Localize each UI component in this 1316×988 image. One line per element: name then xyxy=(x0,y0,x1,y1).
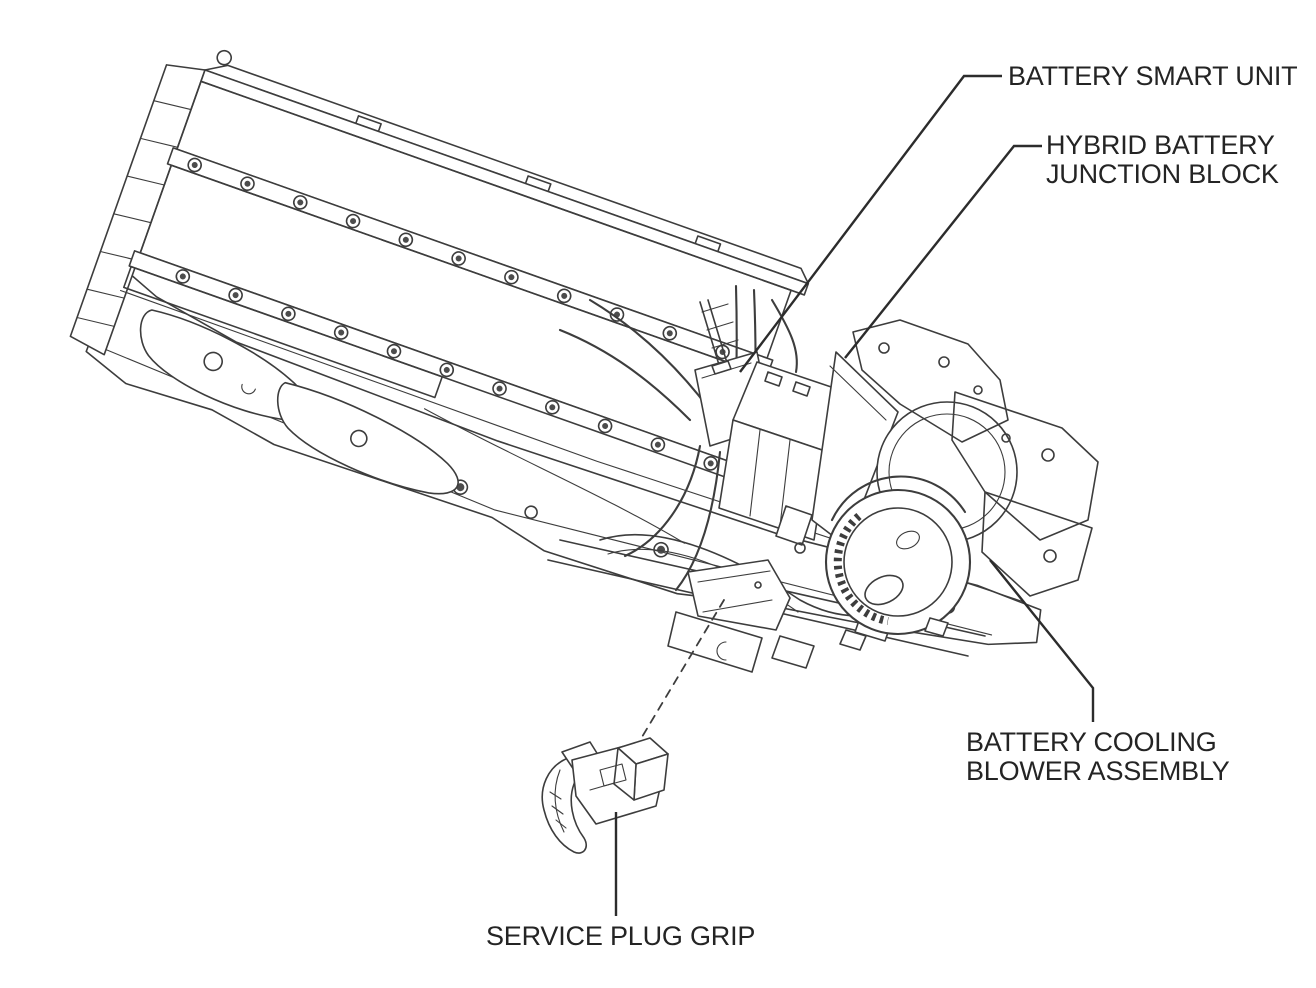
leader-cooling-blower xyxy=(989,559,1095,722)
battery-pack xyxy=(69,49,1042,646)
callout-battery-smart-unit: BATTERY SMART UNIT xyxy=(1008,61,1298,91)
side-fins xyxy=(122,265,444,399)
mounting-brackets xyxy=(852,319,1099,597)
rear-wall xyxy=(204,64,810,285)
callout-text: BATTERY SMART UNIT xyxy=(1008,61,1298,91)
battery-cooling-blower-part xyxy=(775,401,1018,651)
callout-text-line: BLOWER ASSEMBLY xyxy=(966,756,1230,786)
tray-bracket xyxy=(276,381,459,495)
service-plug-mount xyxy=(687,559,791,631)
carrier-tray xyxy=(85,263,1042,646)
callout-text-line: HYBRID BATTERY xyxy=(1046,130,1275,160)
callout-text: SERVICE PLUG GRIP xyxy=(486,921,756,951)
removal-guide-line xyxy=(632,599,725,753)
leader-battery-smart-unit xyxy=(739,74,1002,373)
module-band-rear xyxy=(176,80,792,359)
middle-rail xyxy=(166,147,774,377)
callout-text-line: BATTERY COOLING xyxy=(966,727,1217,757)
rear-rail xyxy=(200,69,810,296)
callout-hybrid-battery-junction-block: HYBRID BATTERY JUNCTION BLOCK xyxy=(1046,131,1279,189)
callout-service-plug-grip: SERVICE PLUG GRIP xyxy=(486,922,755,951)
callout-battery-cooling-blower: BATTERY COOLING BLOWER ASSEMBLY xyxy=(966,728,1230,786)
service-plug-grip-part xyxy=(541,737,669,854)
hybrid-battery-junction-block-part xyxy=(718,351,899,547)
callout-text-line: JUNCTION BLOCK xyxy=(1046,159,1279,189)
leader-junction-block xyxy=(844,144,1042,359)
end-plate xyxy=(69,64,206,356)
module-band-front xyxy=(139,164,763,463)
lifting-hook xyxy=(216,49,233,66)
